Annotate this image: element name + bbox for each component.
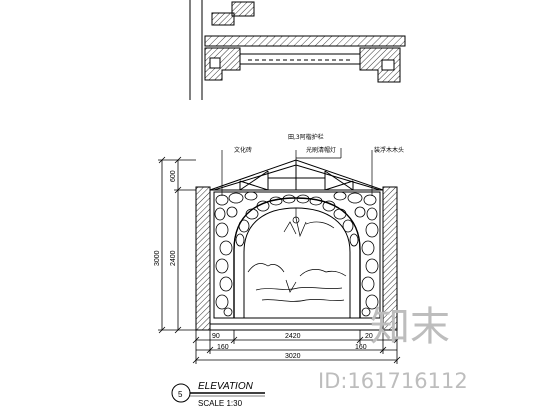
dim-bottom-left-small: 90: [212, 333, 220, 340]
annotation-left: 文化砖: [234, 146, 252, 154]
plan-section-detail: [189, 0, 406, 100]
dim-bottom-right-offset: 160: [355, 344, 367, 351]
vertical-dimensions: [158, 156, 196, 334]
annotation-leaders: [221, 148, 373, 196]
landscape-mural: [247, 208, 347, 302]
title-label: ELEVATION: [198, 381, 254, 392]
title-number: 5: [178, 390, 183, 399]
dim-bottom-right-small: 20: [365, 333, 373, 340]
watermark-id: ID:161716112: [318, 369, 468, 393]
dim-bottom-center: 2420: [285, 333, 301, 340]
scale-label: SCALE 1:30: [198, 399, 243, 408]
dim-bottom-left-offset: 160: [217, 344, 229, 351]
dim-left-total: 3000: [154, 250, 161, 266]
annotation-right: 装浮木木头: [374, 146, 404, 154]
annotation-center-bottom: 光刷清帽灯: [306, 146, 336, 154]
dim-left-mid: 2400: [170, 250, 177, 266]
horizontal-dimensions: [192, 330, 401, 364]
dim-bottom-total: 3020: [285, 353, 301, 360]
title-block: 5 ELEVATION SCALE 1:30: [171, 381, 265, 408]
fireplace-elevation: [195, 159, 398, 331]
annotation-center-top: 田,3阿楷护栏: [288, 133, 324, 141]
dim-left-top: 600: [170, 170, 177, 182]
watermark: 知末 ID:161716112: [318, 304, 468, 393]
watermark-brand: 知末: [370, 304, 450, 350]
